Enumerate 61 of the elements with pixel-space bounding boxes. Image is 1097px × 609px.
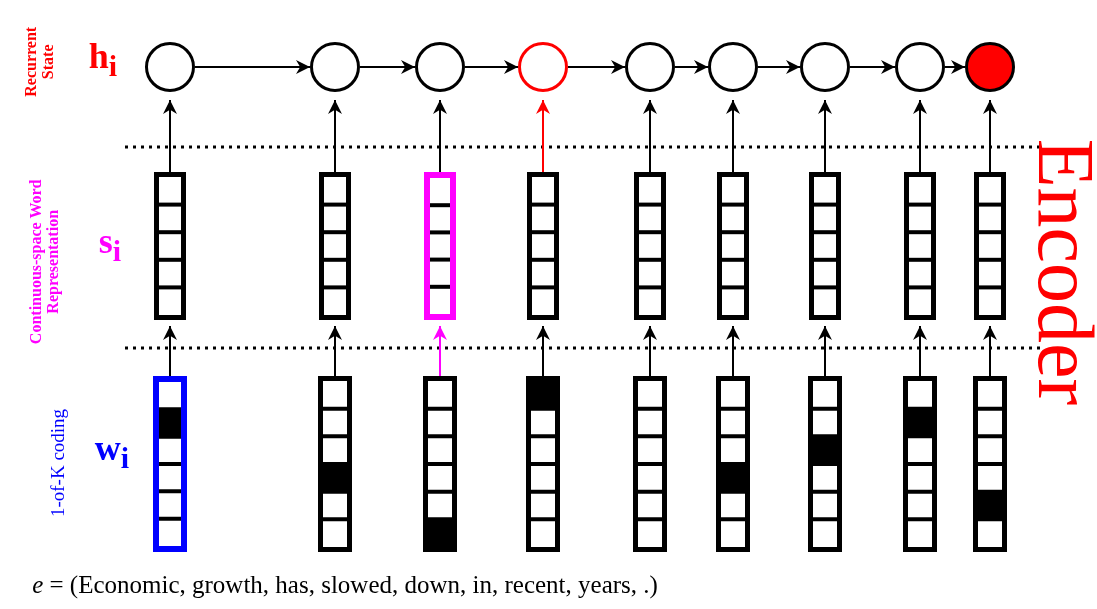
arrow — [163, 325, 177, 377]
arrow — [643, 99, 657, 173]
vector-bar — [634, 172, 666, 320]
vector-bar — [423, 376, 457, 552]
arrow — [328, 325, 342, 377]
arrow — [567, 60, 626, 74]
variable-label: h$_{i}$ — [88, 38, 118, 82]
state-circle — [625, 42, 675, 92]
arrow — [464, 60, 519, 74]
arrow — [983, 325, 997, 377]
variable-label: s$_{i}$ — [98, 223, 122, 267]
vector-bar — [903, 376, 937, 552]
arrow — [913, 99, 927, 173]
vector-bar — [974, 172, 1006, 320]
row-label: 1-of-K coding — [48, 408, 68, 518]
vector-bar — [424, 172, 456, 320]
state-circle — [518, 42, 568, 92]
arrow — [913, 325, 927, 377]
arrow — [536, 325, 550, 377]
vector-bar — [973, 376, 1007, 552]
arrow — [726, 325, 740, 377]
arrow — [757, 60, 801, 74]
row-label: Recurrent State — [23, 26, 57, 99]
arrow — [849, 60, 896, 74]
vector-bar — [318, 376, 352, 552]
arrow — [983, 99, 997, 173]
arrow — [433, 99, 447, 173]
state-circle — [800, 42, 850, 92]
arrow — [818, 325, 832, 377]
arrow — [818, 99, 832, 173]
state-circle — [895, 42, 945, 92]
state-circle — [145, 42, 195, 92]
arrow — [726, 99, 740, 173]
arrow — [359, 60, 416, 74]
variable-label: w$_{i}$ — [94, 430, 130, 474]
vector-bar — [154, 172, 186, 320]
vector-bar — [526, 376, 560, 552]
state-circle — [708, 42, 758, 92]
vector-bar — [717, 172, 749, 320]
arrow — [328, 99, 342, 173]
vector-bar — [319, 172, 351, 320]
row-label: Continuous-space Word Representation — [27, 179, 61, 345]
state-circle — [965, 42, 1015, 92]
vector-bar — [808, 376, 842, 552]
vector-bar — [809, 172, 841, 320]
vector-bar — [904, 172, 936, 320]
arrow — [944, 60, 966, 74]
arrow — [433, 325, 447, 377]
arrow — [194, 60, 311, 74]
vector-bar — [716, 376, 750, 552]
state-circle — [310, 42, 360, 92]
vector-bar — [527, 172, 559, 320]
arrow — [536, 99, 550, 173]
arrow — [643, 325, 657, 377]
vector-bar — [153, 376, 187, 552]
input-sentence: e = (Economic, growth, has, slowed, down, in, recent, years, .) — [32, 571, 658, 599]
arrow — [163, 99, 177, 173]
state-circle — [415, 42, 465, 92]
vector-bar — [633, 376, 667, 552]
encoder-title: Encoder — [1024, 138, 1097, 406]
arrow — [674, 60, 709, 74]
